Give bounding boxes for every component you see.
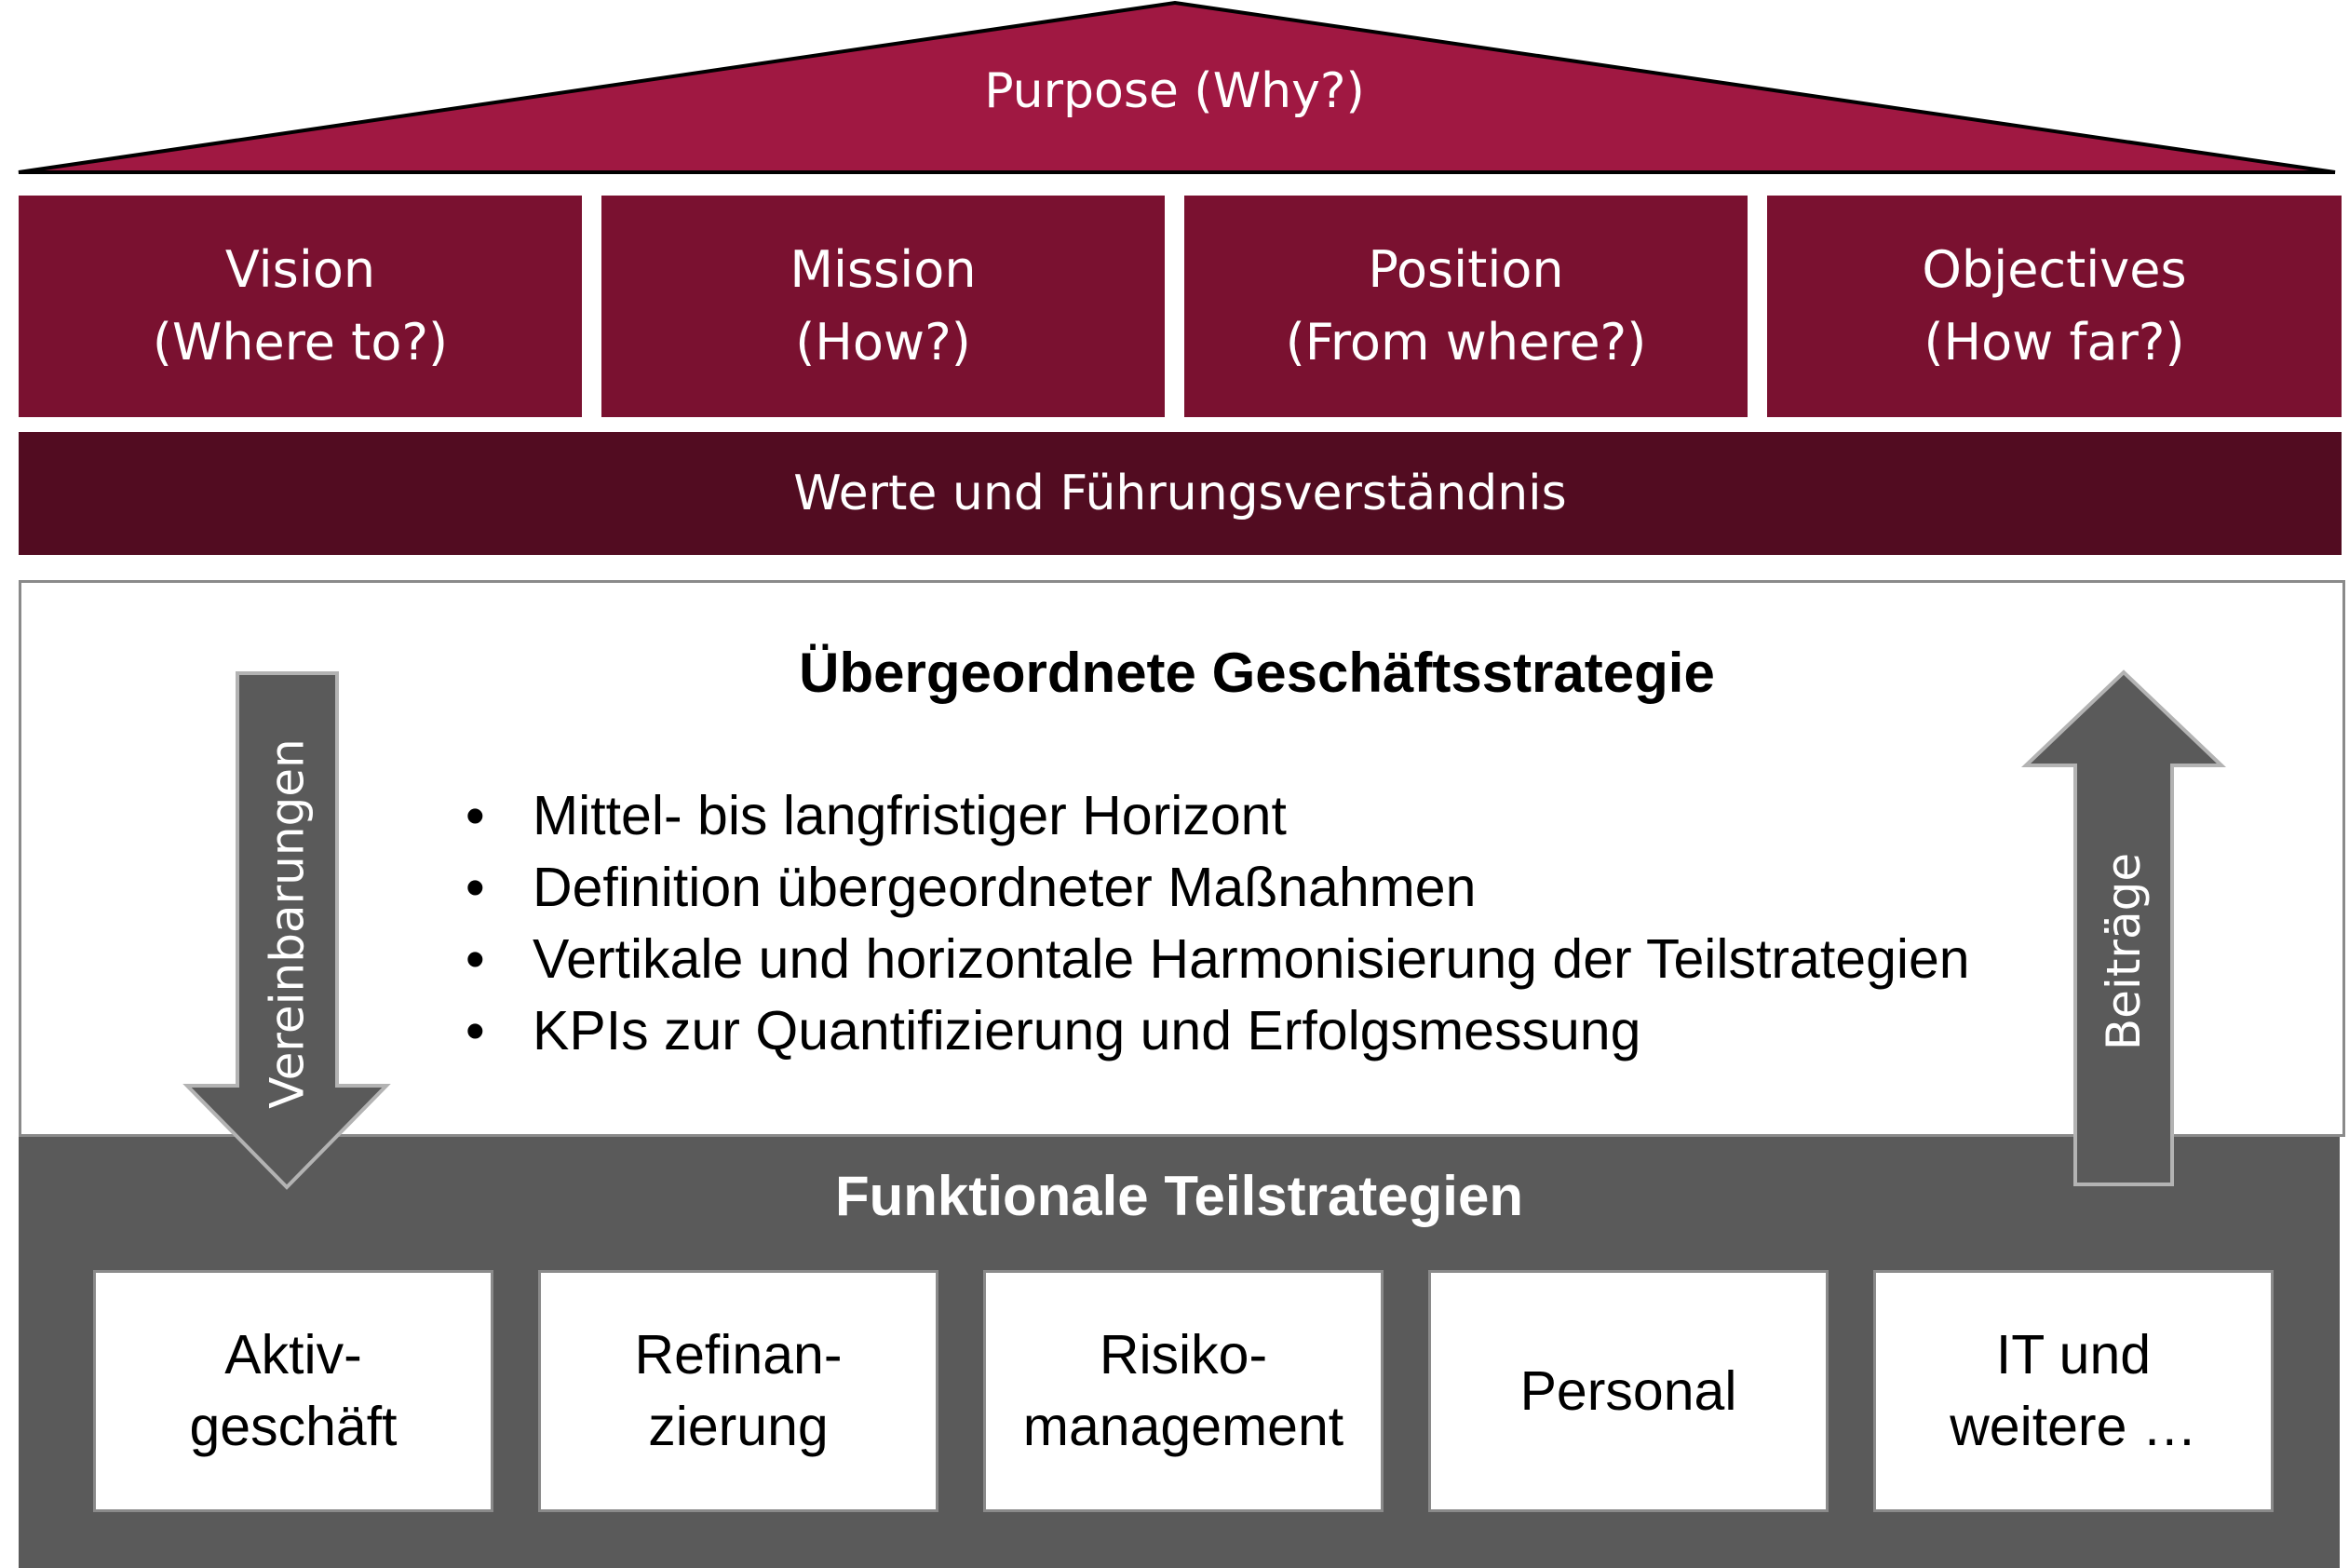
pillar-position-sub: (From where?): [1285, 313, 1647, 372]
business-strategy-title: Übergeordnete Geschäftsstrategie: [799, 642, 1715, 704]
bullet-item: •Definition übergeordneter Maßnahmen: [466, 852, 1970, 924]
pillar-mission-sub: (How?): [795, 313, 971, 372]
function-box-aktivgeschaeft: Aktiv-geschäft: [93, 1270, 493, 1512]
bullet-dot-icon: •: [466, 785, 485, 846]
purpose-label: Purpose (Why?): [984, 63, 1365, 119]
strategy-bullet-list: •Mittel- bis langfristiger Horizont •Def…: [466, 780, 1970, 1067]
function-box-personal: Personal: [1428, 1270, 1829, 1512]
pillar-position-title: Position: [1368, 240, 1564, 299]
pillar-vision-title: Vision: [224, 240, 376, 299]
pillar-mission: Mission (How?): [601, 196, 1165, 417]
bullet-dot-icon: •: [466, 928, 485, 990]
bullet-item: •Mittel- bis langfristiger Horizont: [466, 780, 1970, 852]
pillar-objectives-sub: (How far?): [1924, 313, 2185, 372]
pillar-objectives-title: Objectives: [1922, 240, 2187, 299]
pillar-mission-title: Mission: [790, 240, 977, 299]
pillar-vision: Vision (Where to?): [19, 196, 582, 417]
purpose-roof: [18, 0, 2336, 174]
pillar-vision-sub: (Where to?): [152, 313, 449, 372]
pillar-objectives: Objectives (How far?): [1767, 196, 2342, 417]
business-strategy-box: [19, 580, 2345, 1137]
bullet-item: •KPIs zur Quantifizierung und Erfolgsmes…: [466, 995, 1970, 1067]
values-band-label: Werte und Führungsverständnis: [793, 466, 1567, 521]
up-arrow-label: Beiträge: [2097, 852, 2152, 1051]
functional-strategies-title: Funktionale Teilstrategien: [834, 1165, 1523, 1227]
down-arrow-label: Vereinbarungen: [261, 738, 316, 1109]
pillar-position: Position (From where?): [1184, 196, 1748, 417]
values-band: Werte und Führungsverständnis: [19, 432, 2342, 555]
bullet-dot-icon: •: [466, 857, 485, 918]
function-box-risikomanagement: Risiko-management: [983, 1270, 1384, 1512]
function-box-refinanzierung: Refinan-zierung: [538, 1270, 938, 1512]
bullet-item: •Vertikale und horizontale Harmonisierun…: [466, 924, 1970, 995]
bullet-dot-icon: •: [466, 1000, 485, 1061]
